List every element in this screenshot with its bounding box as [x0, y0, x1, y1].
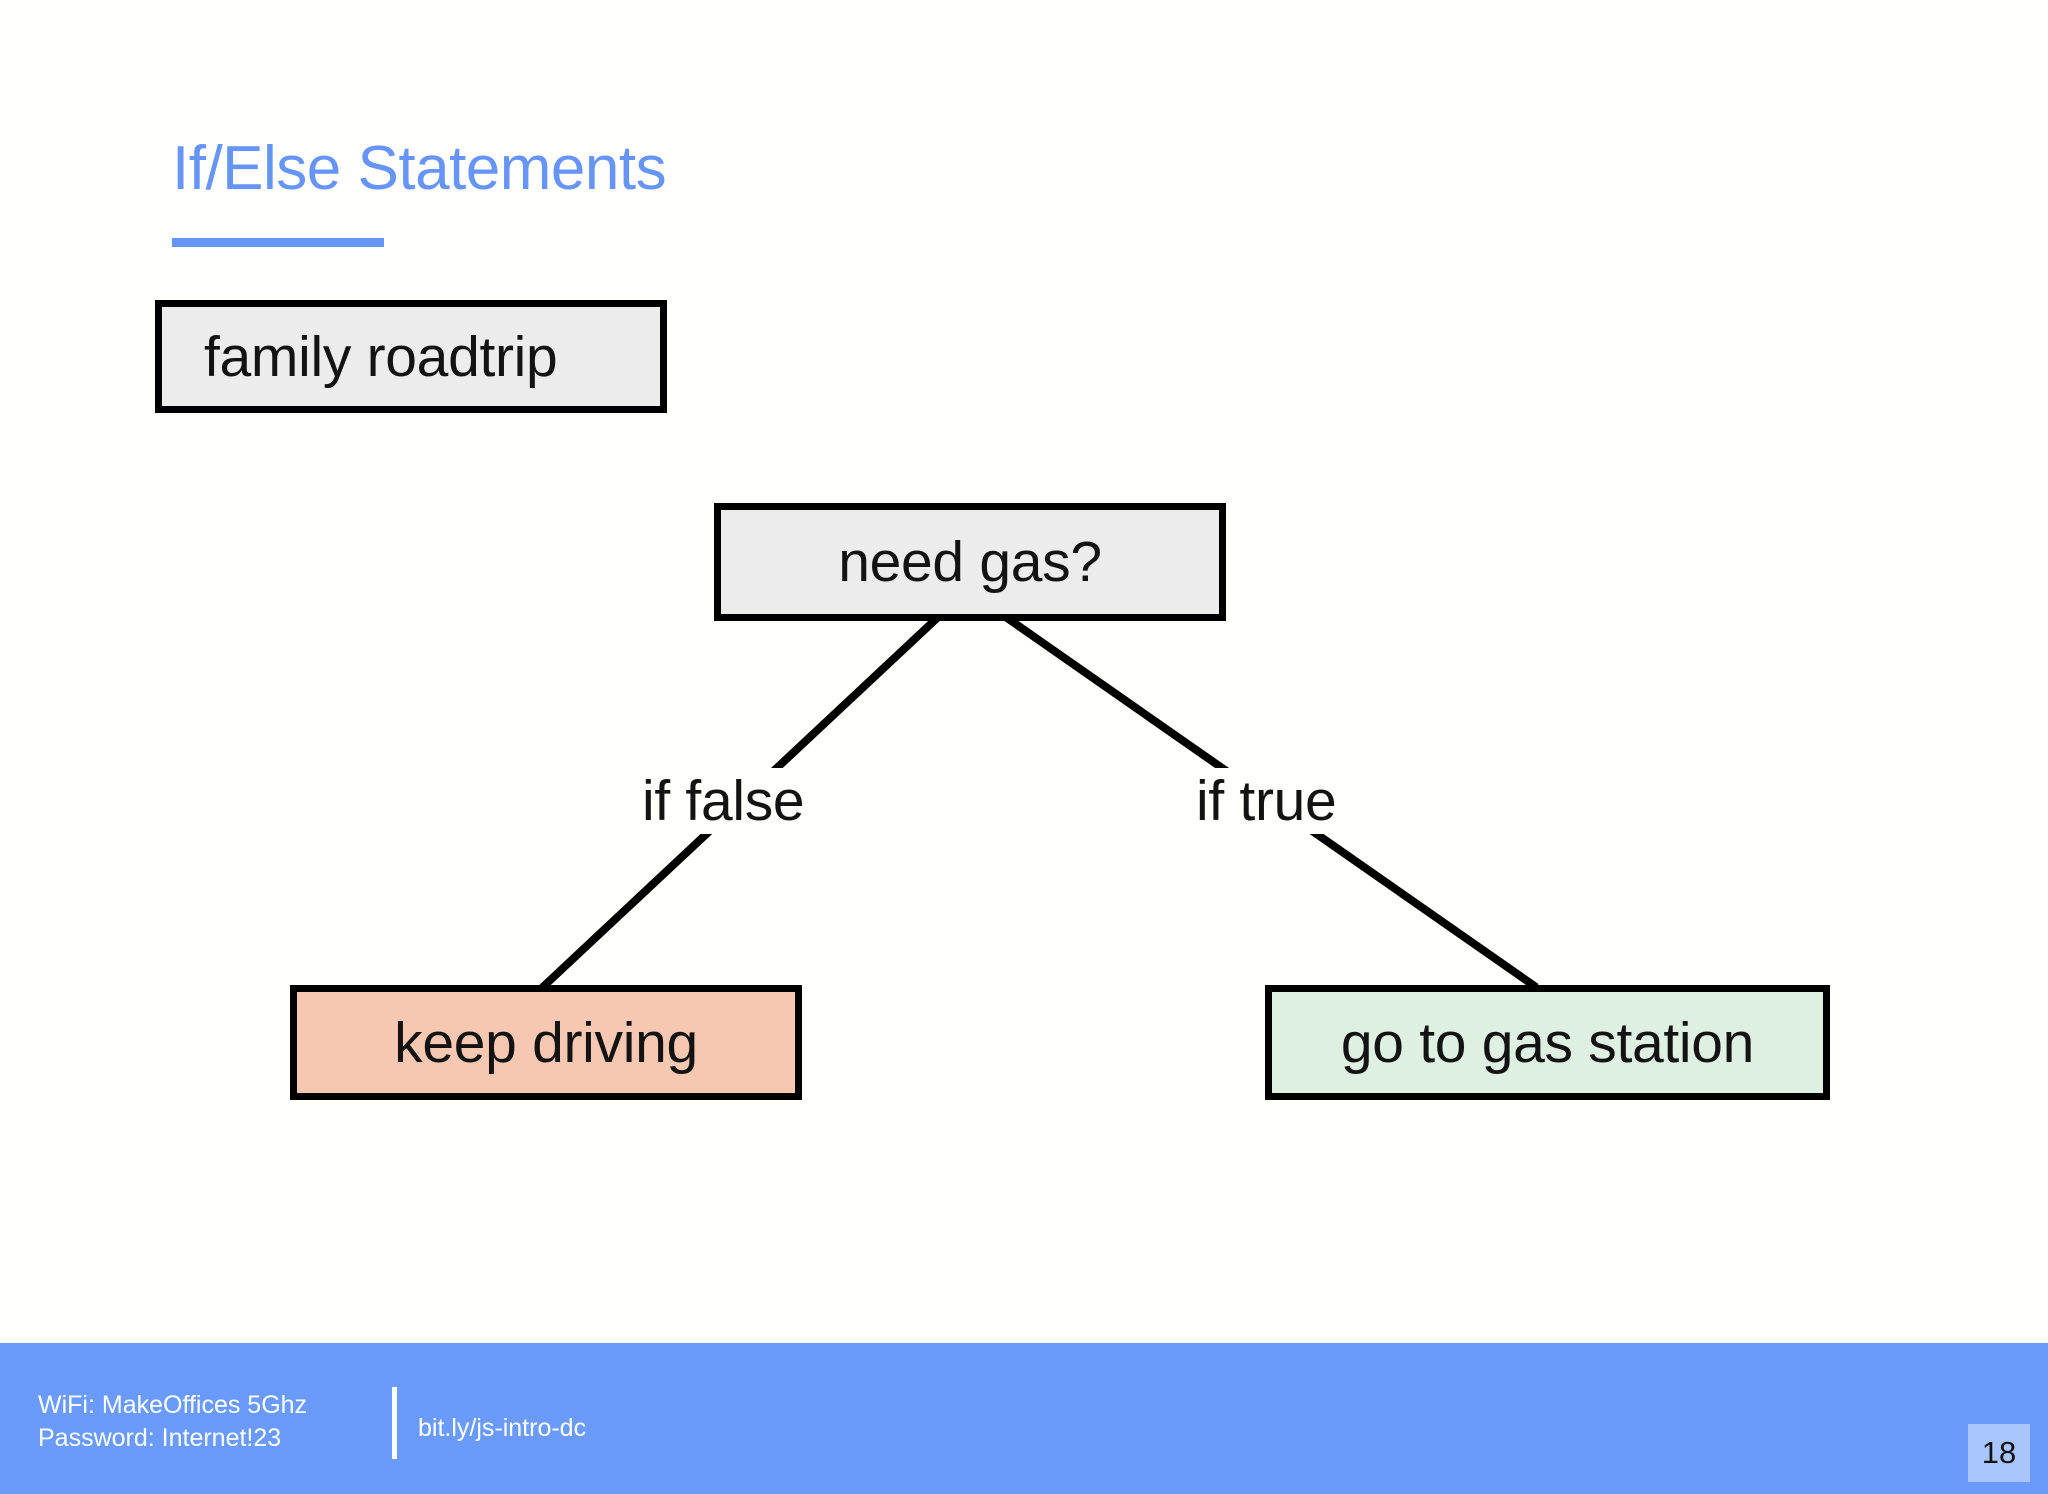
flow-node-go-to-gas-station: go to gas station: [1265, 985, 1830, 1100]
footer-wifi-network: WiFi: MakeOffices 5Ghz: [38, 1391, 308, 1419]
flow-node-need-gas: need gas?: [714, 503, 1226, 621]
title-underline-rule: [172, 238, 384, 247]
footer-bar: WiFi: MakeOffices 5Ghz Password: Interne…: [0, 1343, 2048, 1494]
edge-label-if-false: if false: [636, 768, 811, 834]
title-block: If/Else Statements: [172, 134, 1072, 247]
footer-wifi-password: Password: Internet!23: [38, 1424, 282, 1452]
footer-link[interactable]: bit.ly/js-intro-dc: [418, 1414, 587, 1442]
footer-divider: [392, 1387, 397, 1459]
footer-wifi-info: WiFi: MakeOffices 5Ghz Password: Interne…: [38, 1389, 307, 1455]
flow-node-keep-driving: keep driving: [290, 985, 802, 1100]
page-title: If/Else Statements: [172, 134, 667, 203]
flow-node-family-roadtrip: family roadtrip: [155, 300, 667, 413]
page-number-badge: 18: [1968, 1424, 2030, 1482]
edge-label-if-true: if true: [1190, 768, 1343, 834]
